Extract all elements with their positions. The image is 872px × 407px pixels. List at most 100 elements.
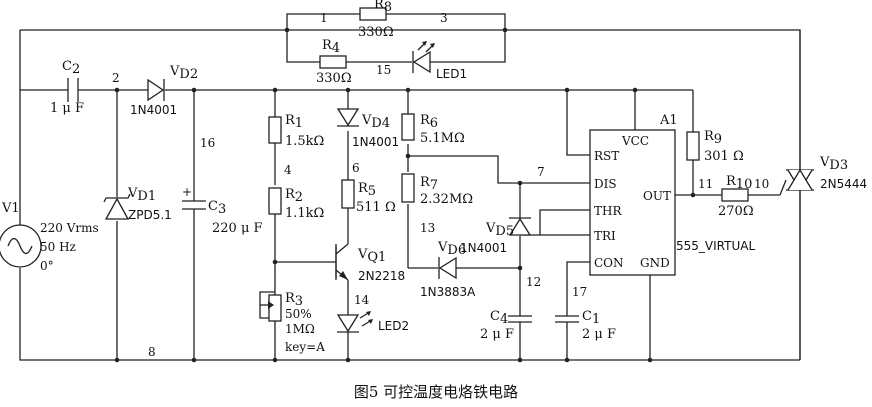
- ic-pin-thr: THR: [594, 204, 622, 218]
- vq1-part: 2N2218: [358, 269, 405, 283]
- node-1: 1: [320, 11, 328, 25]
- resistor-r6: R6 5.1MΩ: [401, 113, 465, 146]
- figure-caption: 图5 可控温度电烙铁电路: [353, 383, 519, 401]
- vd6-ref: VD6: [437, 240, 466, 258]
- triac-vd3: VD3 2N5444: [779, 30, 867, 360]
- node-2: 2: [112, 71, 120, 85]
- capacitor-c2: C2 1 μ F: [50, 59, 84, 116]
- resistor-r4: R4 330Ω: [316, 38, 352, 86]
- node-14: 14: [354, 293, 370, 307]
- r9-ref: R9: [704, 129, 722, 147]
- resistor-r5: R5 511 Ω: [341, 179, 396, 215]
- diode-vd2: VD2 1N4001: [130, 64, 198, 117]
- diode-vd4: VD4 1N4001: [336, 108, 399, 149]
- resistor-r7: R7 2.32MΩ: [401, 173, 473, 207]
- r1-value: 1.5kΩ: [285, 134, 324, 149]
- potentiometer-r3: R3 50% 1MΩ key=A: [260, 291, 325, 354]
- ic-pin-out: OUT: [643, 189, 671, 203]
- resistor-r8: R8 330Ω: [358, 0, 394, 40]
- vd4-part: 1N4001: [352, 135, 399, 149]
- r3-value: 1MΩ: [285, 322, 315, 336]
- vq1-ref: VQ1: [357, 247, 386, 265]
- capacitor-c3: + C3 220 μ F: [182, 185, 263, 236]
- resistor-r9: R9 301 Ω: [686, 129, 744, 164]
- c3-polarity: +: [182, 185, 192, 199]
- r3-percent: 50%: [285, 307, 312, 321]
- resistor-r10: R10 270Ω: [718, 174, 754, 219]
- circuit-schematic: V1 220 Vrms 50 Hz 0° C2 1 μ F VD2 1N4001…: [0, 0, 867, 363]
- c2-value: 1 μ F: [50, 101, 84, 116]
- v1-voltage: 220 Vrms: [40, 221, 99, 235]
- r6-value: 5.1MΩ: [420, 131, 465, 146]
- node-12: 12: [526, 275, 541, 289]
- vd5-ref: VD5: [485, 221, 514, 239]
- resistor-r1: R1 1.5kΩ: [268, 113, 324, 149]
- c4-ref: C4: [490, 309, 508, 327]
- node-15: 15: [376, 63, 391, 77]
- r5-ref: R5: [358, 181, 376, 199]
- vd1-part: ZPD5.1: [128, 208, 172, 222]
- r9-value: 301 Ω: [704, 149, 744, 164]
- ic-name: 555_VIRTUAL: [676, 239, 755, 253]
- node-7: 7: [537, 165, 545, 179]
- vd5-part: 1N4001: [460, 241, 507, 255]
- capacitor-c1: C1 2 μ F: [555, 309, 616, 342]
- node-11: 11: [698, 177, 713, 191]
- r6-ref: R6: [420, 113, 438, 131]
- c3-value: 220 μ F: [212, 221, 263, 236]
- vd3-ref: VD3: [819, 155, 848, 173]
- c3-ref: C3: [208, 199, 226, 217]
- r10-value: 270Ω: [718, 204, 754, 219]
- node-16: 16: [200, 136, 215, 150]
- r1-ref: R1: [285, 113, 303, 131]
- vd2-ref: VD2: [169, 64, 198, 82]
- node-10: 10: [754, 177, 769, 191]
- ic-pin-rst: RST: [594, 149, 619, 163]
- zener-diode-vd1: VD1 ZPD5.1: [103, 186, 172, 222]
- led-led2: LED2: [336, 311, 409, 333]
- ic-pin-tri: TRI: [594, 229, 616, 243]
- led2-label: LED2: [378, 319, 409, 333]
- c1-value: 2 μ F: [582, 327, 616, 342]
- ic-pin-dis: DIS: [594, 177, 617, 191]
- resistor-r2: R2 1.1kΩ: [268, 187, 324, 221]
- led-led1: LED1: [412, 41, 467, 81]
- r7-ref: R7: [420, 175, 438, 193]
- r3-key: key=A: [285, 340, 325, 354]
- c1-ref: C1: [582, 309, 600, 327]
- ic-pin-gnd: GND: [640, 256, 670, 270]
- node-6: 6: [352, 161, 360, 175]
- vd2-part: 1N4001: [130, 103, 177, 117]
- capacitor-c4: C4 2 μ F: [480, 309, 532, 342]
- ac-source-v1: V1 220 Vrms 50 Hz 0°: [0, 201, 99, 273]
- v1-frequency: 50 Hz: [40, 240, 76, 254]
- node-17: 17: [572, 285, 587, 299]
- ic-pin-con: CON: [594, 256, 624, 270]
- r4-value: 330Ω: [316, 71, 352, 86]
- vd6-part: 1N3883A: [420, 285, 476, 299]
- junctions: [114, 27, 696, 363]
- diode-vd6: VD6 1N3883A: [420, 240, 476, 299]
- v1-phase: 0°: [40, 259, 54, 273]
- r4-ref: R4: [322, 38, 340, 56]
- r8-ref: R8: [374, 0, 392, 15]
- c4-value: 2 μ F: [480, 327, 514, 342]
- node-8: 8: [148, 345, 156, 359]
- vd4-ref: VD4: [361, 113, 390, 131]
- r2-value: 1.1kΩ: [285, 206, 324, 221]
- node-4: 4: [284, 163, 292, 177]
- node-3: 3: [440, 11, 448, 25]
- led1-label: LED1: [436, 67, 467, 81]
- r5-value: 511 Ω: [356, 200, 396, 215]
- r2-ref: R2: [285, 187, 303, 205]
- ic-ref: A1: [659, 113, 678, 128]
- r8-value: 330Ω: [358, 25, 394, 40]
- vd1-ref: VD1: [127, 186, 156, 204]
- ic-pin-vcc: VCC: [621, 134, 649, 148]
- v1-label: V1: [1, 201, 20, 216]
- node-13: 13: [420, 221, 435, 235]
- node-labels: 1 2 3 4 6 7 8 10 11 12 13 14 15 16 17: [112, 11, 769, 359]
- ic-555: A1 VCC RST DIS OUT THR TRI CON GND 555_V…: [589, 113, 755, 276]
- vd3-part: 2N5444: [820, 177, 867, 191]
- diode-vd5: VD5 1N4001: [460, 217, 532, 255]
